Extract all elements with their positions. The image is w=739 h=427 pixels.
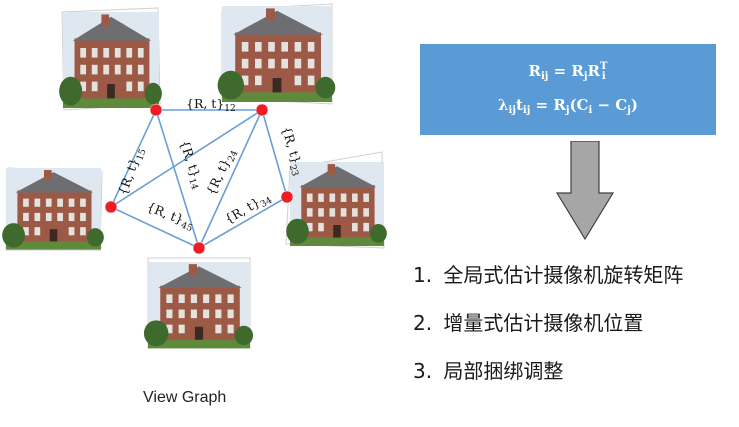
edge-label-24-text: {R, t} — [203, 156, 233, 197]
edge-label-24: {R, t}24 — [203, 146, 240, 199]
photo-view-5 — [2, 168, 104, 250]
step-number: 1. — [413, 262, 437, 288]
edge-label-14-sub: 14 — [186, 177, 199, 191]
edge-label-12-text: {R, t} — [186, 96, 224, 111]
node-1 — [150, 104, 162, 116]
node-5 — [105, 201, 117, 213]
edge-label-14-text: {R, t} — [177, 138, 203, 179]
step-number: 3. — [413, 358, 437, 384]
node-2 — [256, 104, 268, 116]
step-text: 局部捆绑调整 — [443, 359, 563, 383]
edge-label-12-sub: 12 — [224, 104, 235, 114]
step-item: 2. 增量式估计摄像机位置 — [413, 310, 683, 336]
photo-view-1 — [59, 8, 162, 110]
edge-label-23-text: {R, t} — [279, 125, 304, 166]
node-3 — [281, 191, 293, 203]
edge-label-45-text: {R, t} — [145, 199, 186, 227]
formula-translation: λijtij = Rj(Ci − Cj) — [420, 96, 716, 116]
step-number: 2. — [413, 310, 437, 336]
step-text: 增量式估计摄像机位置 — [443, 311, 643, 335]
photo-view-4 — [144, 258, 253, 348]
view-graph-caption: View Graph — [143, 389, 226, 407]
step-item: 3. 局部捆绑调整 — [413, 358, 683, 384]
step-item: 1. 全局式估计摄像机旋转矩阵 — [413, 262, 683, 288]
photo-view-3 — [286, 152, 387, 248]
node-4 — [193, 242, 205, 254]
photo-view-2 — [218, 4, 336, 104]
edge-label-15-text: {R, t} — [115, 156, 142, 197]
edge-2-3 — [262, 110, 287, 197]
edge-label-15: {R, t}15 — [115, 145, 149, 198]
step-text: 全局式估计摄像机旋转矩阵 — [443, 263, 683, 287]
edge-label-34-text: {R, t} — [222, 194, 263, 226]
steps-list: 1. 全局式估计摄像机旋转矩阵 2. 增量式估计摄像机位置 3. 局部捆绑调整 — [413, 262, 683, 406]
down-arrow-icon — [555, 141, 615, 241]
